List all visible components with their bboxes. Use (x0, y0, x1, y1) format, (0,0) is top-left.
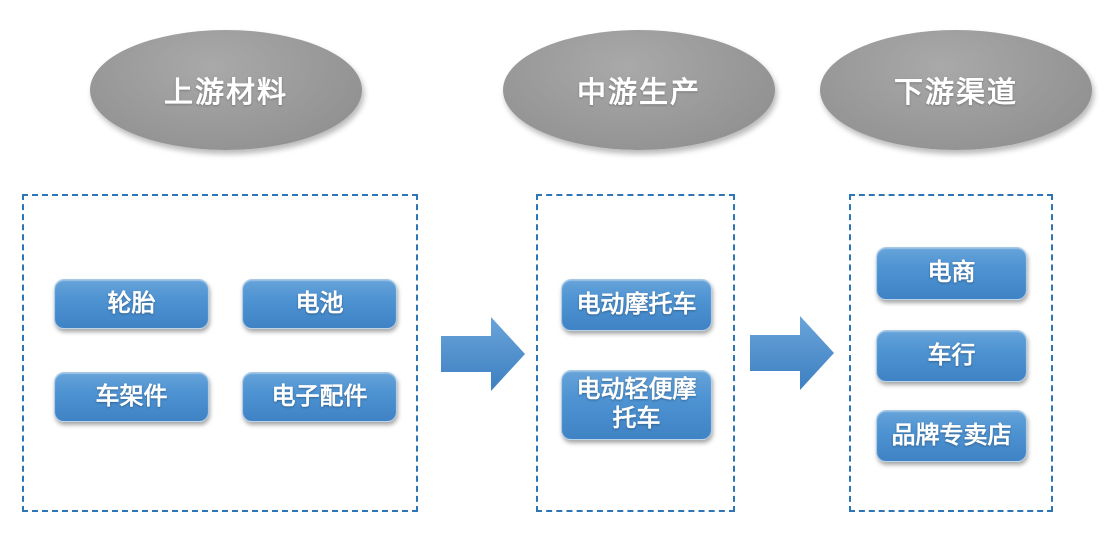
stage-header-upstream: 上游材料 (90, 30, 362, 150)
item-electric-moped: 电动轻便摩托车 (561, 370, 712, 440)
stage-panel-upstream: 轮胎 电池 车架件 电子配件 (22, 194, 418, 512)
item-brand-store: 品牌专卖店 (876, 410, 1027, 462)
item-frame-parts: 车架件 (54, 372, 209, 422)
stage-title-downstream: 下游渠道 (893, 77, 1018, 109)
item-electric-motorcycle: 电动摩托车 (561, 279, 712, 331)
item-tires: 轮胎 (54, 279, 209, 329)
stage-title-midstream: 中游生产 (576, 77, 701, 109)
stage-header-midstream: 中游生产 (503, 30, 775, 150)
stage-panel-downstream: 电商 车行 品牌专卖店 (849, 194, 1053, 512)
right-arrow-icon (441, 317, 525, 391)
item-battery: 电池 (242, 279, 397, 329)
right-arrow-icon (750, 316, 834, 390)
item-electronic-parts: 电子配件 (242, 372, 397, 422)
stage-panel-midstream: 电动摩托车 电动轻便摩托车 (536, 194, 735, 512)
stage-title-upstream: 上游材料 (163, 77, 288, 109)
item-ecommerce: 电商 (876, 247, 1027, 300)
item-bike-dealer: 车行 (876, 330, 1027, 382)
stage-header-downstream: 下游渠道 (820, 30, 1092, 150)
